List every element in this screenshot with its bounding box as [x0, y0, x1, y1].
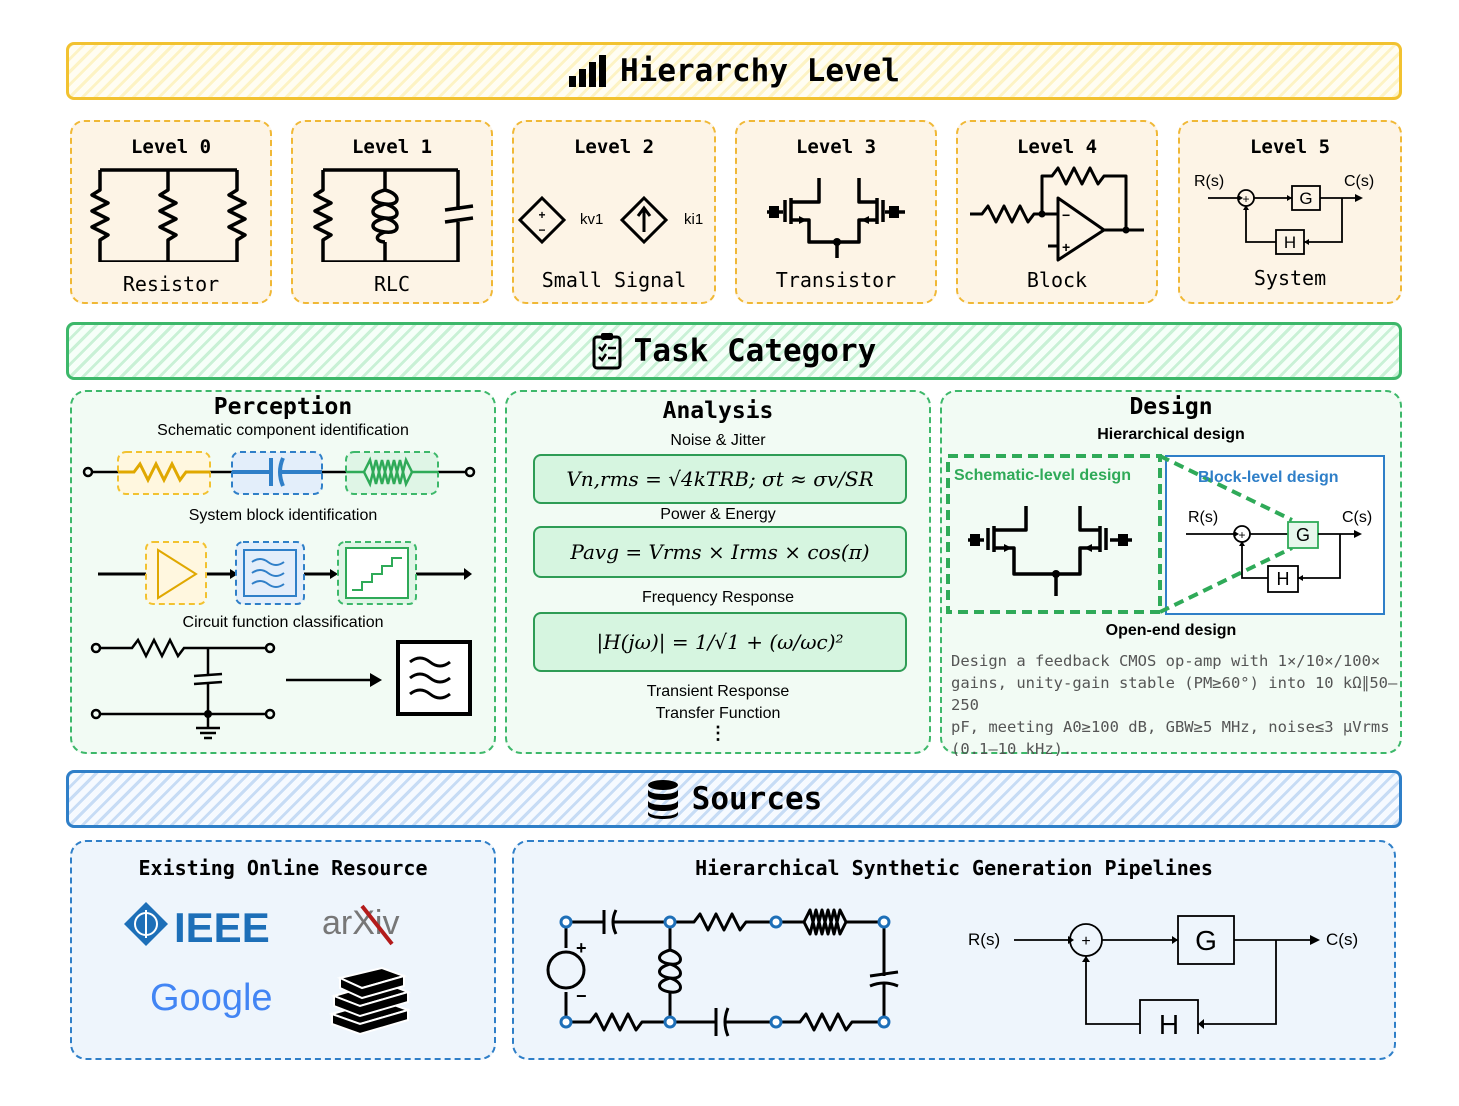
open-end-prompt: Design a feedback CMOS op-amp with 1×/10…	[951, 650, 1399, 760]
h-label: H	[1284, 233, 1296, 252]
schematic-level-label: Schematic-level design	[954, 467, 1131, 484]
rs-label: R(s)	[1194, 173, 1224, 190]
synthetic-g-label: G	[1195, 925, 1217, 956]
synthetic-circuit-figure: + −	[546, 908, 899, 1037]
perception-panel: Perception Schematic component identific…	[70, 390, 496, 754]
level-4-card: Level 4 − + Block	[956, 120, 1158, 304]
sources-banner: Sources	[66, 770, 1402, 828]
cs-label: C(s)	[1344, 173, 1374, 190]
books-icon	[328, 966, 412, 1036]
prompt-line-4: (0.1–10 kHz).	[951, 740, 1073, 758]
design-h-label: H	[1277, 569, 1290, 589]
component-chain-icon	[82, 451, 476, 495]
prompt-line-2: gains, unity-gain stable (PM≥60°) into 1…	[951, 674, 1398, 714]
block-identification-label: System block identification	[188, 507, 378, 524]
prompt-line-3: pF, meeting A0≥100 dB, GBW≥5 MHz, noise≤…	[951, 718, 1390, 736]
level-5-title: Level 5	[1249, 136, 1331, 158]
level-2-caption: Small Signal	[541, 268, 687, 292]
system-feedback-icon: R(s) C(s) G H +	[1194, 173, 1374, 255]
level-0-caption: Resistor	[122, 272, 220, 296]
ki1-label: ki1	[684, 211, 703, 228]
level-0-title: Level 0	[130, 136, 212, 158]
transient-response-label: Transient Response	[646, 683, 790, 700]
level-1-caption: RLC	[373, 272, 411, 296]
power-energy-label: Power & Energy	[660, 506, 776, 523]
level-1-title: Level 1	[351, 136, 433, 158]
google-wordmark: Google	[150, 977, 273, 1019]
design-panel: Design Hierarchical design Schematic-lev…	[940, 390, 1402, 758]
level-0-card: Level 0 Resistor	[70, 120, 272, 304]
level-3-caption: Transistor	[775, 268, 897, 292]
ieee-logo: IEEE	[124, 902, 270, 951]
design-rs-label: R(s)	[1188, 509, 1218, 526]
level-3-card: Level 3 Transistor	[735, 120, 937, 304]
sum-plus-label: +	[1242, 192, 1249, 206]
hierarchical-design-figure: Schematic-level design Block-level desig…	[946, 454, 1385, 615]
block-chain-icon	[98, 541, 472, 605]
hierarchy-level-banner: Hierarchy Level	[66, 42, 1402, 100]
synthetic-system-figure: R(s) C(s) G H +	[968, 915, 1358, 1034]
design-sum-plus: +	[1238, 528, 1245, 542]
svg-text:+: +	[538, 208, 545, 222]
level-1-card: Level 1 RLC	[291, 120, 493, 304]
online-resource-title: Existing Online Resource	[138, 856, 428, 880]
resistor-network-icon	[90, 168, 247, 262]
noise-jitter-label: Noise & Jitter	[670, 432, 766, 449]
kv1-label: kv1	[580, 211, 603, 228]
prompt-line-1: Design a feedback CMOS op-amp with 1×/10…	[951, 652, 1381, 670]
analysis-title: Analysis	[662, 398, 774, 424]
sources-title: Sources	[691, 781, 823, 817]
synthetic-cs-label: C(s)	[1326, 930, 1358, 949]
database-icon	[647, 780, 678, 819]
transfer-function-label: Transfer Function	[655, 705, 781, 722]
synthetic-h-label: H	[1159, 1009, 1179, 1034]
online-resource-panel: Existing Online Resource IEEE arXiv Goog…	[70, 840, 496, 1060]
level-4-title: Level 4	[1016, 136, 1098, 158]
transistor-pair-icon	[767, 178, 905, 258]
hierarchy-level-title: Hierarchy Level	[620, 53, 900, 89]
svg-text:−: −	[538, 223, 545, 237]
block-level-label: Block-level design	[1198, 469, 1339, 486]
task-category-title: Task Category	[633, 333, 877, 369]
source-minus-label: −	[576, 986, 587, 1006]
synthetic-pipeline-panel: Hierarchical Synthetic Generation Pipeli…	[512, 840, 1396, 1060]
synthetic-pipeline-title: Hierarchical Synthetic Generation Pipeli…	[695, 856, 1213, 880]
level-2-card: Level 2 + − kv1 ki1 Small Signal	[512, 120, 716, 304]
opamp-block-icon: − +	[970, 166, 1144, 262]
ieee-wordmark: IEEE	[174, 904, 270, 951]
level-5-card: Level 5 R(s) C(s) G H + System	[1178, 120, 1402, 304]
level-5-caption: System	[1253, 266, 1327, 290]
g-label: G	[1299, 189, 1312, 208]
schematic-identification-label: Schematic component identification	[157, 422, 409, 439]
frequency-response-label: Frequency Response	[641, 589, 795, 606]
source-plus-label: +	[576, 938, 587, 958]
svg-text:−: −	[1062, 207, 1070, 223]
level-2-title: Level 2	[573, 136, 655, 158]
open-end-design-label: Open-end design	[1105, 622, 1237, 639]
perception-title: Perception	[213, 394, 353, 420]
bar-chart-icon	[569, 55, 607, 87]
small-signal-sources-icon: + − kv1 ki1	[517, 195, 703, 245]
clipboard-checklist-icon	[592, 333, 622, 370]
level-4-caption: Block	[1026, 268, 1088, 292]
synthetic-rs-label: R(s)	[968, 930, 1000, 949]
frequency-formula: |H(jω)| = 1/√1 + (ω/ωc)²	[533, 612, 907, 672]
design-g-label: G	[1296, 525, 1310, 545]
design-title: Design	[1129, 394, 1213, 420]
arxiv-logo: arXiv	[322, 904, 399, 946]
level-3-title: Level 3	[795, 136, 877, 158]
svg-text:+: +	[1062, 239, 1070, 255]
hierarchical-design-label: Hierarchical design	[1097, 426, 1245, 443]
design-cs-label: C(s)	[1342, 509, 1372, 526]
noise-formula: Vn,rms = √4kTRB; σt ≈ σv/SR	[533, 454, 907, 504]
function-classification-label: Circuit function classification	[182, 614, 384, 631]
synthetic-sum-plus: +	[1081, 933, 1090, 950]
power-formula: Pavg = Vrms × Irms × cos(π)	[533, 526, 907, 578]
analysis-panel: Analysis Noise & Jitter Vn,rms = √4kTRB;…	[505, 390, 931, 754]
filter-classification-icon	[90, 637, 472, 740]
google-logo: Google	[150, 977, 273, 1019]
more-items-ellipsis: ⋮	[709, 723, 727, 743]
task-category-banner: Task Category	[66, 322, 1402, 380]
rlc-circuit-icon	[313, 168, 474, 262]
